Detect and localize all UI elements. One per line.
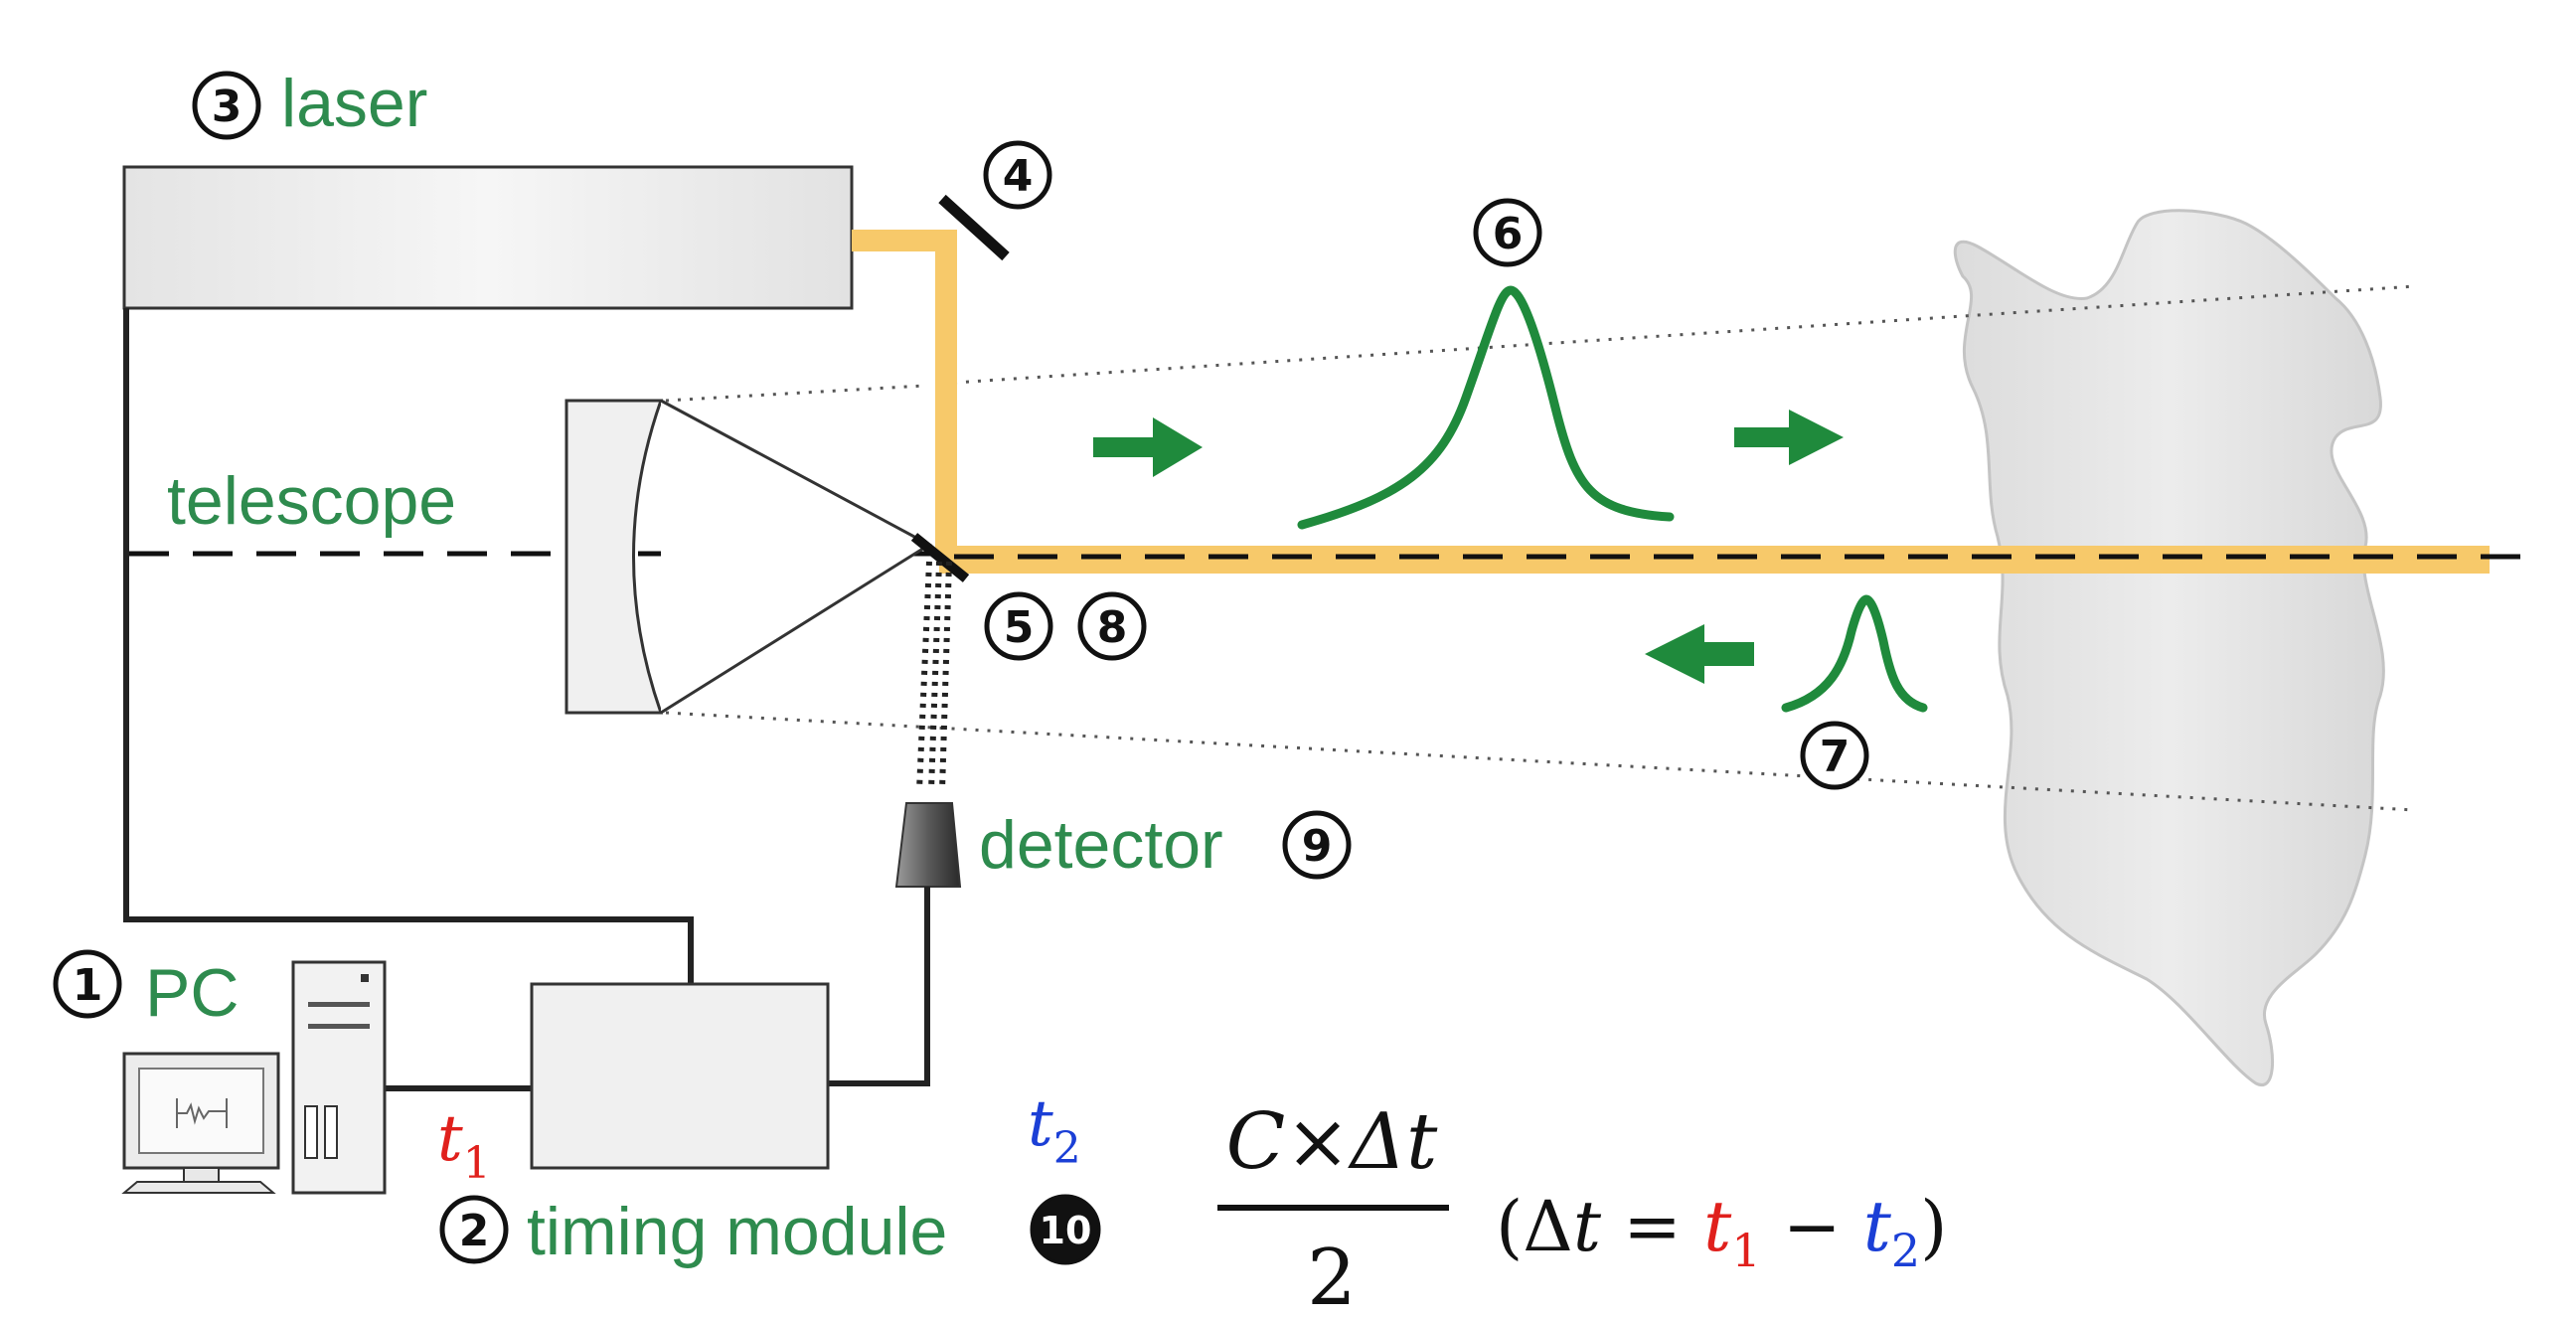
marker-3: 3 (192, 71, 261, 140)
marker-1: 1 (53, 949, 122, 1019)
outgoing-pulse (1297, 285, 1675, 530)
pc-label: PC (145, 955, 239, 1031)
svg-text:3: 3 (212, 82, 242, 132)
detector-label: detector (979, 807, 1223, 883)
svg-text:2: 2 (459, 1206, 490, 1256)
marker-7: 7 (1800, 721, 1869, 790)
marker-8: 8 (1077, 591, 1147, 661)
mirror-4 (938, 194, 1010, 261)
formula-definition: (Δt = t1 − t2) (1496, 1186, 1947, 1277)
svg-text:5: 5 (1004, 602, 1035, 653)
wire-detector-timing (828, 887, 930, 1086)
return-line-b (928, 561, 942, 791)
svg-text:4: 4 (1003, 151, 1034, 202)
arrow-right-2 (1734, 410, 1844, 465)
arrow-left (1645, 624, 1754, 684)
detector-icon (894, 802, 962, 888)
svg-text:6: 6 (1493, 209, 1524, 259)
formula-denominator: 2 (1307, 1234, 1357, 1320)
marker-4: 4 (983, 140, 1052, 210)
mirror-5-8 (910, 533, 970, 582)
return-line-c (939, 561, 952, 791)
laser-box (122, 165, 854, 310)
telescope (564, 399, 932, 715)
laser-beam-path (852, 230, 957, 557)
marker-2: 2 (439, 1195, 509, 1264)
svg-text:10: 10 (1040, 1209, 1092, 1252)
fov-line-upper-left (665, 384, 925, 403)
svg-text:8: 8 (1097, 602, 1128, 653)
telescope-label: telescope (167, 463, 456, 539)
marker-6: 6 (1473, 198, 1542, 267)
return-pulse (1781, 594, 1928, 713)
laser-label: laser (281, 66, 427, 141)
svg-text:7: 7 (1820, 732, 1851, 782)
svg-text:9: 9 (1302, 821, 1333, 872)
timing-module-label: timing module (527, 1194, 947, 1269)
svg-text:1: 1 (73, 960, 103, 1011)
wire-laser-timing (123, 308, 694, 984)
marker-10: 10 (1030, 1194, 1101, 1265)
marker-5: 5 (984, 591, 1053, 661)
formula-numerator: C×Δt (1226, 1097, 1438, 1187)
pc-monitor-icon (121, 1052, 280, 1194)
marker-9: 9 (1282, 810, 1352, 880)
pc-tower-icon (291, 960, 387, 1195)
arrow-right-1 (1093, 417, 1203, 477)
t2-label: t2 (1028, 1087, 1081, 1174)
distance-formula: C×Δt 2 (Δt = t1 − t2) (1217, 1097, 1947, 1320)
t1-label: t1 (437, 1102, 491, 1189)
return-line-a (916, 561, 932, 791)
outgoing-beam (939, 546, 2490, 574)
timing-module-box (530, 982, 830, 1170)
target-object (1953, 209, 2385, 1087)
